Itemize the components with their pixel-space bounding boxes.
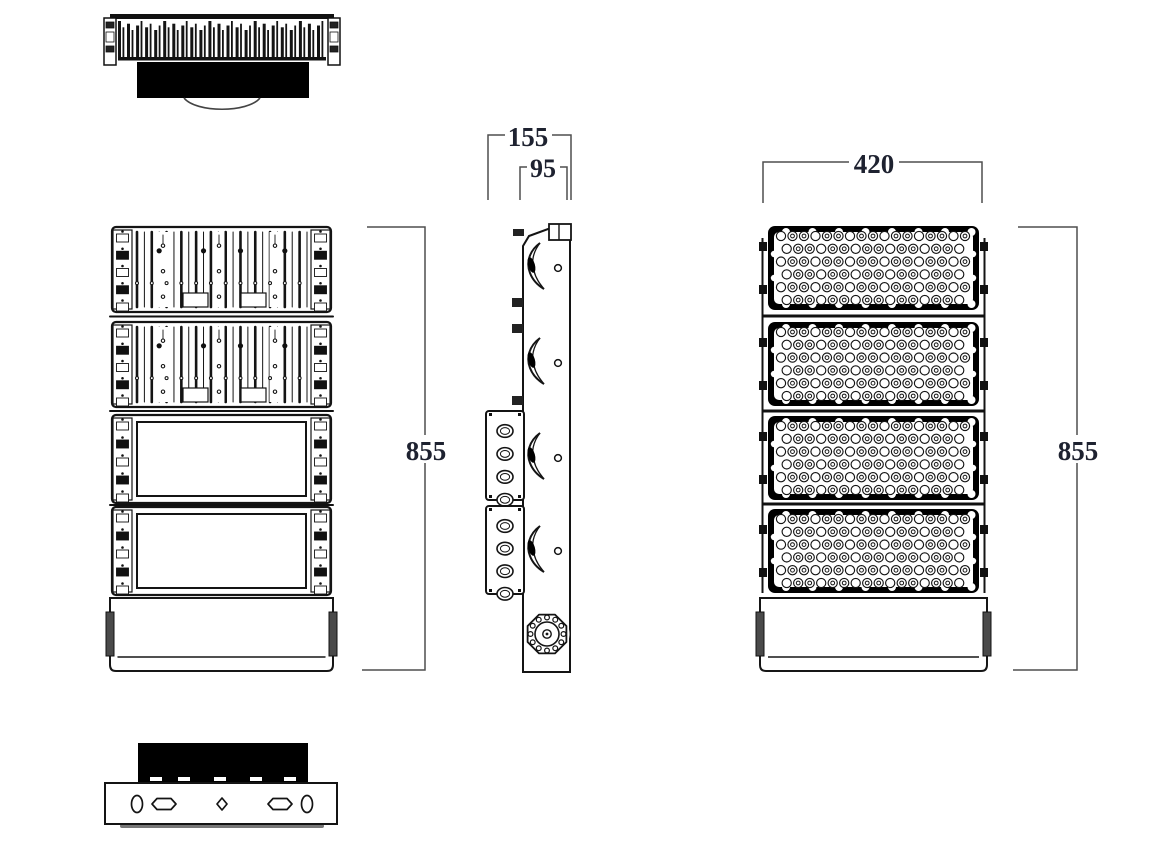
front-base-bracket bbox=[755, 597, 992, 672]
base-outline bbox=[109, 597, 334, 672]
aiming-handles bbox=[527, 242, 563, 573]
mount-hole-oval bbox=[130, 794, 144, 814]
bottom-view bbox=[104, 743, 338, 828]
mount-slot bbox=[267, 797, 293, 811]
side-tab bbox=[513, 229, 524, 236]
top-view-cap-bar bbox=[110, 14, 334, 19]
side-tab bbox=[512, 396, 523, 405]
heatsink-fins-top bbox=[118, 21, 324, 59]
side-tab bbox=[512, 324, 523, 333]
endcap-detail bbox=[105, 21, 339, 53]
dim-label-855-front: 855 bbox=[1058, 436, 1099, 466]
arm-notches bbox=[150, 777, 296, 781]
yoke-arc bbox=[183, 97, 261, 111]
dim-label-95: 95 bbox=[530, 154, 556, 183]
mounting-arm-bottom bbox=[138, 743, 308, 782]
base-right-tab bbox=[328, 611, 338, 657]
side-view bbox=[485, 223, 572, 673]
base-left-tab bbox=[755, 611, 765, 657]
dim-label-plate bbox=[527, 154, 560, 180]
dimension-855-rear: 855 bbox=[362, 226, 452, 671]
dim-label-855-rear: 855 bbox=[406, 436, 447, 466]
base-right-tab bbox=[982, 611, 992, 657]
center-hole bbox=[216, 797, 228, 811]
base-outline bbox=[759, 597, 988, 672]
dimension-155: 155 bbox=[487, 121, 572, 200]
dimension-95: 95 bbox=[519, 154, 568, 200]
dimension-855-front: 855 bbox=[1013, 226, 1104, 671]
rear-heatsink-modules bbox=[110, 225, 333, 597]
top-rear-notch bbox=[548, 223, 572, 241]
mount-hole-oval bbox=[300, 794, 314, 814]
dim-label-plate bbox=[505, 121, 552, 148]
rear-base-bracket bbox=[105, 597, 338, 672]
dim-label-plate bbox=[849, 148, 899, 175]
fin-base-bar bbox=[118, 57, 326, 61]
front-view bbox=[755, 226, 992, 672]
mount-slot bbox=[151, 797, 177, 811]
base-left-tab bbox=[105, 611, 115, 657]
dimension-420: 420 bbox=[762, 148, 983, 203]
led-modules bbox=[759, 226, 988, 593]
dim-label-plate bbox=[400, 435, 452, 463]
mounting-arm-top bbox=[137, 62, 309, 98]
side-tab bbox=[512, 298, 523, 307]
dim-label-155: 155 bbox=[508, 122, 549, 152]
dim-label-420: 420 bbox=[854, 149, 895, 179]
side-body-outline bbox=[522, 228, 571, 673]
driver-boxes-side bbox=[485, 410, 525, 601]
rear-view bbox=[105, 225, 338, 672]
top-view bbox=[103, 14, 341, 111]
adjustment-knob bbox=[524, 611, 570, 657]
dim-label-plate bbox=[1051, 435, 1104, 463]
